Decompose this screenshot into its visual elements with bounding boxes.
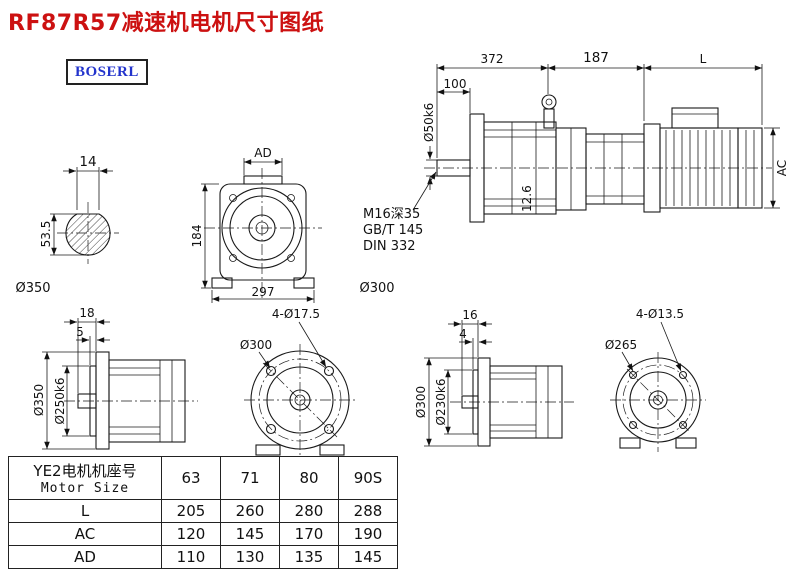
cell-ac-71: 145 [220,522,280,546]
dim-key-depth: 53.5 [39,221,53,248]
row-label-ad: AD [8,545,162,569]
cell-ad-90s: 145 [338,545,398,569]
lifting-eyebolt [541,94,557,110]
foot-right [293,277,315,289]
flange-side-view-b: 16 4 Ø300 Ø230k6 [414,308,574,447]
caption-flange-300: Ø300 [359,281,394,296]
dim-a-holes: 4-Ø17.5 [272,307,320,321]
page-title: RF87R57减速机电机尺寸图纸 [8,11,325,36]
dim-100: 100 [444,77,467,91]
dim-l: L [700,52,707,66]
foot-a-left [255,444,281,456]
dim-b-spigot: Ø230k6 [434,379,448,426]
dim-a-bolt-circle: Ø300 [240,338,272,352]
foot-b-right [675,437,697,449]
table-header-cell: YE2电机机座号 Motor Size [8,456,162,500]
motor-size-col-63: 63 [161,456,221,500]
brand-logo: BOSERL [66,59,148,85]
dim-ad: AD [254,146,271,160]
table-row-ad: AD 110 130 135 145 [8,545,398,569]
bolt-hole [628,370,638,380]
bolt-hole [265,423,277,435]
cell-ac-63: 120 [161,522,221,546]
row-label-l: L [8,499,162,523]
bolt-hole [678,370,688,380]
dim-a-spigot: Ø250k6 [53,378,67,425]
foot-b-left [619,437,641,449]
terminal-box [671,107,719,129]
dim-b-4: 4 [459,327,467,341]
bolt-hole [678,420,688,430]
gear-body-a [108,359,186,443]
flange-face-view-b: 4-Ø13.5 Ø265 [605,307,706,452]
dim-shaft-diameter: Ø50k6 [422,103,436,142]
cell-ac-80: 170 [279,522,339,546]
dim-a-18: 18 [79,306,94,320]
note-din-standard: DIN 332 [363,239,416,254]
bolt-hole [265,365,277,377]
dim-297: 297 [252,285,275,299]
motor-size-col-80: 80 [279,456,339,500]
gear-body-b [489,365,563,439]
cell-l-63: 205 [161,499,221,523]
front-housing [219,183,307,281]
cell-ad-63: 110 [161,545,221,569]
dim-184: 184 [190,225,204,248]
adapter-stage-2 [585,133,645,205]
foot-left [211,277,233,289]
flange-side-view-a: 18 5 Ø350 Ø250k6 [32,306,198,450]
table-row-l: L 205 260 280 288 [8,499,398,523]
shaft-section-view: 14 53.5 [39,154,119,264]
top-boss [243,175,283,185]
dim-372: 372 [481,52,504,66]
cell-l-71: 260 [220,499,280,523]
cell-ad-71: 130 [220,545,280,569]
flange-a-bolt-circle [258,358,342,442]
note-thread: M16深35 [363,207,420,222]
table-header-row: YE2电机机座号 Motor Size 63 71 80 90S [8,456,398,500]
flange-a-plate [95,351,110,450]
row-label-ac: AC [8,522,162,546]
dim-b-holes: 4-Ø13.5 [636,307,684,321]
cell-l-80: 280 [279,499,339,523]
cell-ac-90s: 190 [338,522,398,546]
cell-l-90s: 288 [338,499,398,523]
dim-b-16: 16 [462,308,477,322]
table-header-cn: YE2电机机座号 [33,462,137,480]
motor-size-table: YE2电机机座号 Motor Size 63 71 80 90S L 205 2… [8,456,398,569]
table-header-en: Motor Size [40,481,130,496]
motor-size-col-71: 71 [220,456,280,500]
flange-face-view-a: 4-Ø17.5 Ø300 [240,307,356,460]
fan-cover [737,127,763,209]
table-row-ac: AC 120 145 170 190 [8,522,398,546]
dim-b-od: Ø300 [414,386,428,418]
bolt-hole [323,365,335,377]
flange-a-od-circle [250,350,350,450]
side-view-dimensions: 372 187 L 100 Ø50k6 AC 12.6 M16深35 GB/T … [363,50,789,254]
caption-flange-350: Ø350 [15,281,50,296]
cell-ad-80: 135 [279,545,339,569]
dim-b-bolt-circle: Ø265 [605,338,637,352]
dim-a-od: Ø350 [32,384,46,416]
note-gb-standard: GB/T 145 [363,223,423,238]
dim-12-6: 12.6 [520,185,534,212]
dim-ac: AC [775,160,789,176]
bolt-hole [323,423,335,435]
shaft-section [65,213,111,256]
foot-a-right [319,444,345,456]
dim-187: 187 [583,50,609,66]
dim-key-width: 14 [79,154,96,170]
flange-b-bolt-circle [622,364,694,436]
bolt-hole [628,420,638,430]
front-view: AD 184 297 [190,146,322,303]
flange-b-od-circle [615,357,701,443]
motor-size-col-90s: 90S [338,456,398,500]
dim-a-5: 5 [76,325,84,339]
side-view [424,94,772,223]
